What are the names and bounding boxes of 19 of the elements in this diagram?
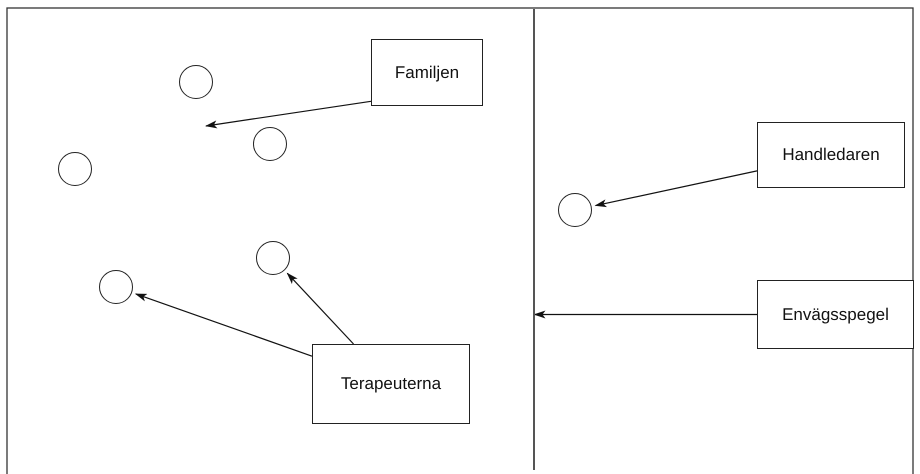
arrow — [594, 170, 758, 208]
label-box — [757, 280, 914, 349]
person-circle — [256, 241, 290, 275]
box-label: Familjen — [394, 62, 460, 82]
box-label: Handledaren — [782, 145, 880, 165]
arrow — [134, 293, 312, 357]
arrow — [534, 310, 757, 318]
person-circle — [99, 270, 133, 304]
arrow — [205, 100, 372, 128]
person-circle — [253, 127, 287, 161]
box-label: Envägsspegel — [782, 304, 889, 324]
label-box — [371, 39, 483, 106]
arrow — [286, 272, 354, 344]
person-circle — [558, 193, 592, 227]
person-circle — [179, 65, 213, 99]
box-label: Terapeuterna — [340, 374, 442, 394]
label-box — [757, 122, 905, 188]
label-box — [312, 344, 470, 424]
person-circle — [58, 152, 92, 186]
